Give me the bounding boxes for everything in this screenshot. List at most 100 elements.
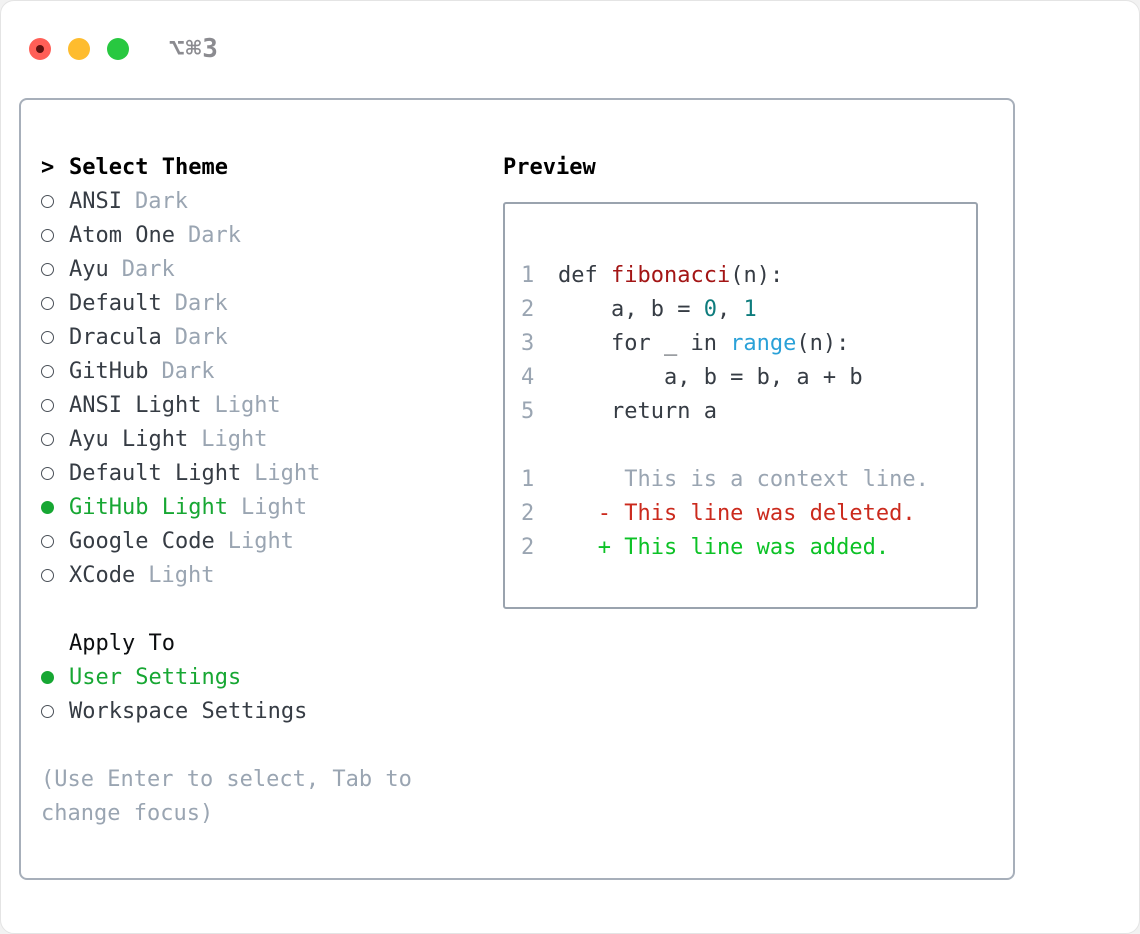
apply-to-title: Apply To bbox=[69, 630, 175, 656]
spacer-row bbox=[41, 728, 503, 762]
preview-line: 2 a, b = 0, 1 bbox=[521, 292, 976, 326]
theme-option-label: Ayu bbox=[69, 256, 109, 282]
theme-variant-label: Dark bbox=[174, 324, 228, 350]
line-number: 2 bbox=[521, 500, 535, 526]
preview-line: 1 This is a context line. bbox=[521, 462, 976, 496]
zoom-button[interactable] bbox=[107, 38, 129, 60]
preview-line: 2 + This line was added. bbox=[521, 530, 976, 564]
code-segment: a, b = b, a + b bbox=[558, 364, 863, 390]
theme-option-label: Default Light bbox=[69, 460, 242, 486]
preview-line: 5 return a bbox=[521, 394, 976, 428]
select-theme-title: Select Theme bbox=[69, 154, 228, 180]
theme-option-label: Dracula bbox=[69, 324, 162, 350]
theme-option-label: Ayu Light bbox=[69, 426, 189, 452]
apply-to-option[interactable]: Workspace Settings bbox=[41, 694, 503, 728]
theme-option-label: Google Code bbox=[69, 528, 215, 554]
radio-icon bbox=[41, 704, 69, 718]
code-segment: return a bbox=[558, 398, 717, 424]
radio-icon bbox=[41, 364, 69, 378]
apply-to-option-label: Workspace Settings bbox=[69, 698, 308, 724]
theme-option[interactable]: Google Code Light bbox=[41, 524, 503, 558]
minimize-button[interactable] bbox=[68, 38, 90, 60]
line-number: 2 bbox=[521, 296, 535, 322]
radio-icon bbox=[41, 568, 69, 582]
code-segment: range bbox=[730, 330, 797, 356]
radio-icon bbox=[41, 194, 69, 208]
theme-option-label: Atom One bbox=[69, 222, 175, 248]
theme-variant-label: Light bbox=[254, 460, 321, 486]
theme-option-label: Default bbox=[69, 290, 162, 316]
keyboard-hint: (Use Enter to select, Tab to change focus… bbox=[41, 762, 503, 830]
apply-to-option[interactable]: User Settings bbox=[41, 660, 503, 694]
spacer-row bbox=[41, 592, 503, 626]
theme-variant-label: Dark bbox=[121, 256, 175, 282]
preview-line bbox=[521, 224, 976, 258]
theme-variant-label: Dark bbox=[161, 358, 215, 384]
code-segment: fibonacci bbox=[610, 262, 731, 288]
radio-icon bbox=[41, 296, 69, 310]
radio-icon bbox=[41, 466, 69, 480]
radio-icon bbox=[41, 432, 69, 446]
theme-option[interactable]: GitHub Dark bbox=[41, 354, 503, 388]
theme-option-label: ANSI bbox=[69, 188, 122, 214]
code-segment: 1 bbox=[743, 296, 757, 322]
preview-line: 4 a, b = b, a + b bbox=[521, 360, 976, 394]
theme-option[interactable]: Dracula Dark bbox=[41, 320, 503, 354]
theme-option-label: XCode bbox=[69, 562, 136, 588]
line-number: 5 bbox=[521, 398, 535, 424]
theme-option[interactable]: Ayu Light Light bbox=[41, 422, 503, 456]
hint-text: (Use Enter to select, Tab to bbox=[41, 766, 412, 792]
theme-variant-label: Light bbox=[240, 494, 308, 520]
code-segment: + This line was added. bbox=[558, 534, 890, 560]
line-number: 3 bbox=[521, 330, 535, 356]
code-segment: , bbox=[716, 296, 744, 322]
preview-line: 3 for _ in range(n): bbox=[521, 326, 976, 360]
code-segment: def bbox=[558, 262, 611, 288]
titlebar: ⌥⌘3 bbox=[1, 1, 1139, 71]
line-number: 2 bbox=[521, 534, 535, 560]
line-number: 4 bbox=[521, 364, 535, 390]
code-segment: a, b = bbox=[558, 296, 704, 322]
theme-variant-label: Dark bbox=[174, 290, 228, 316]
code-segment: (n): bbox=[796, 330, 850, 356]
code-segment: This is a context line. bbox=[558, 466, 929, 492]
theme-option[interactable]: Ayu Dark bbox=[41, 252, 503, 286]
radio-icon bbox=[41, 228, 69, 242]
theme-option-label: ANSI Light bbox=[69, 392, 202, 418]
window-title: ⌥⌘3 bbox=[169, 34, 219, 64]
close-button[interactable] bbox=[29, 38, 51, 60]
theme-option[interactable]: Default Dark bbox=[41, 286, 503, 320]
line-number: 1 bbox=[521, 466, 535, 492]
theme-variant-label: Light bbox=[201, 426, 268, 452]
traffic-lights bbox=[29, 38, 129, 60]
code-segment: (n): bbox=[730, 262, 784, 288]
close-dot-icon bbox=[36, 45, 44, 53]
radio-icon bbox=[41, 262, 69, 276]
code-segment: for _ in bbox=[558, 330, 731, 356]
apply-to-header: Apply To bbox=[41, 626, 503, 660]
preview-line: 1 def fibonacci(n): bbox=[521, 258, 976, 292]
radio-icon bbox=[41, 398, 69, 412]
theme-option[interactable]: Default Light Light bbox=[41, 456, 503, 490]
radio-selected-icon bbox=[41, 670, 69, 684]
caret-icon: > bbox=[41, 154, 55, 180]
preview-title: Preview bbox=[503, 154, 596, 180]
select-theme-header: > Select Theme bbox=[41, 150, 503, 184]
line-number: 1 bbox=[521, 262, 535, 288]
radio-icon bbox=[41, 534, 69, 548]
preview-line: 2 - This line was deleted. bbox=[521, 496, 976, 530]
hint-text: change focus) bbox=[41, 800, 214, 826]
theme-option-label: GitHub bbox=[69, 358, 149, 384]
theme-variant-label: Light bbox=[227, 528, 294, 554]
